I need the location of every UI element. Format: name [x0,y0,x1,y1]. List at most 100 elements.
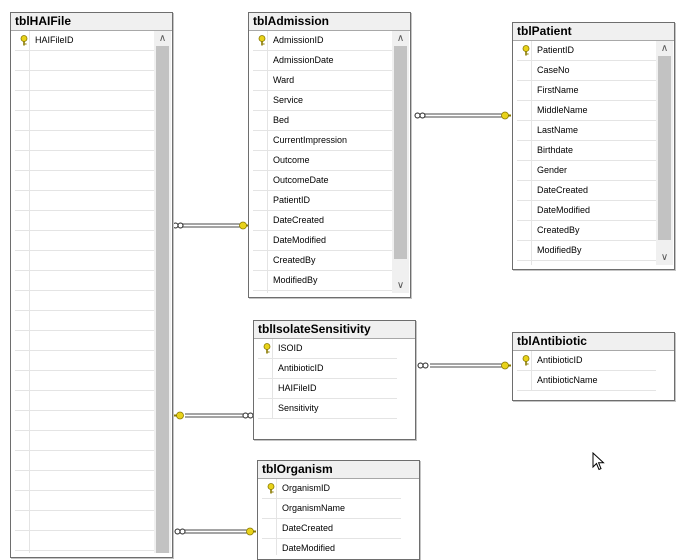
vertical-scrollbar[interactable]: ∧ [154,31,171,553]
column-row[interactable]: DateCreated [517,181,656,201]
table-title[interactable]: tblIsolateSensitivity [254,321,415,339]
row-selector[interactable] [517,61,532,80]
chevron-up-icon[interactable]: ∧ [396,33,405,44]
column-row[interactable]: PatientID [517,41,656,61]
row-selector[interactable] [517,81,532,100]
table-title[interactable]: tblHAIFile [11,13,172,31]
column-row[interactable]: ModifiedBy [517,241,656,261]
row-selector[interactable] [253,231,268,250]
table-tblhaifile[interactable]: tblHAIFile HAIFileID ∧ [10,12,173,558]
scrollbar-thumb[interactable] [658,56,671,240]
table-title[interactable]: tblAdmission [249,13,410,31]
column-row[interactable]: AdmissionDate [253,51,392,71]
row-selector[interactable] [517,141,532,160]
row-selector[interactable] [253,31,268,50]
row-selector[interactable] [253,131,268,150]
row-selector[interactable] [517,181,532,200]
row-selector[interactable] [517,371,532,390]
row-selector[interactable] [517,41,532,60]
row-selector[interactable] [517,221,532,240]
column-row[interactable]: MiddleName [517,101,656,121]
row-selector[interactable] [517,351,532,370]
relationship-isolate-antibiotic[interactable] [417,361,511,370]
column-row[interactable]: Gender [517,161,656,181]
scrollbar-thumb[interactable] [394,46,407,259]
row-selector[interactable] [253,91,268,110]
column-row[interactable]: Bed [253,111,392,131]
column-row[interactable]: AntibioticName [517,371,656,391]
vertical-scrollbar[interactable]: ∧∨ [656,41,673,265]
row-selector[interactable] [258,359,273,378]
column-row[interactable]: Birthdate [517,141,656,161]
relationship-hai-organism[interactable] [174,527,256,536]
chevron-up-icon[interactable]: ∧ [158,33,167,44]
column-row[interactable]: AntibioticID [517,351,656,371]
vertical-scrollbar[interactable]: ∧∨ [392,31,409,293]
row-selector[interactable] [253,191,268,210]
column-row[interactable]: AntibioticID [258,359,397,379]
column-row[interactable]: AdmissionDays [253,291,392,293]
row-selector[interactable] [517,241,532,260]
relationship-hai-admission[interactable] [172,221,249,230]
column-row[interactable]: Ward [253,71,392,91]
row-selector[interactable] [517,161,532,180]
scrollbar-thumb[interactable] [156,46,169,553]
row-selector[interactable] [15,31,30,50]
column-row[interactable]: CreatedBy [517,221,656,241]
table-title[interactable]: tblOrganism [258,461,419,479]
column-row[interactable]: OutcomeDate [253,171,392,191]
column-row[interactable]: Outcome [253,151,392,171]
row-selector[interactable] [253,171,268,190]
column-row[interactable]: AdmissionID [253,31,392,51]
column-row[interactable]: DeathDate [517,261,656,265]
column-row[interactable]: PatientID [253,191,392,211]
chevron-down-icon[interactable]: ∨ [396,280,405,291]
column-row[interactable]: CreatedBy [253,251,392,271]
column-row[interactable]: Sensitivity [258,399,397,419]
row-selector[interactable] [517,201,532,220]
column-row[interactable]: DateModified [517,201,656,221]
row-selector[interactable] [258,399,273,418]
table-title[interactable]: tblAntibiotic [513,333,674,351]
column-row[interactable]: ModifiedBy [253,271,392,291]
relationship-hai-isolate[interactable] [174,411,254,420]
chevron-down-icon[interactable]: ∨ [660,252,669,263]
column-row[interactable]: ISOID [258,339,397,359]
column-row[interactable]: OrganismID [262,479,401,499]
column-row[interactable]: DateCreated [262,519,401,539]
column-row[interactable]: FirstName [517,81,656,101]
column-row[interactable]: HAIFileID [15,31,154,51]
column-row[interactable]: Service [253,91,392,111]
row-selector[interactable] [258,379,273,398]
column-row[interactable]: CurrentImpression [253,131,392,151]
row-selector[interactable] [253,151,268,170]
column-row[interactable]: DateCreated [253,211,392,231]
column-row[interactable]: CaseNo [517,61,656,81]
column-row[interactable]: HAIFileID [258,379,397,399]
row-selector[interactable] [262,519,277,538]
row-selector[interactable] [253,111,268,130]
row-selector[interactable] [262,479,277,498]
chevron-up-icon[interactable]: ∧ [660,43,669,54]
row-selector[interactable] [253,251,268,270]
column-row[interactable]: DateModified [262,539,401,555]
relationship-admission-patient[interactable] [414,111,511,120]
row-selector[interactable] [517,261,532,265]
row-selector[interactable] [517,121,532,140]
row-selector[interactable] [253,271,268,290]
row-selector[interactable] [253,291,268,293]
column-row[interactable]: LastName [517,121,656,141]
row-selector[interactable] [253,51,268,70]
row-selector[interactable] [253,71,268,90]
row-selector[interactable] [253,211,268,230]
row-selector[interactable] [262,499,277,518]
row-selector[interactable] [262,539,277,555]
column-row[interactable]: DateModified [253,231,392,251]
row-selector[interactable] [517,101,532,120]
column-row[interactable]: OrganismName [262,499,401,519]
